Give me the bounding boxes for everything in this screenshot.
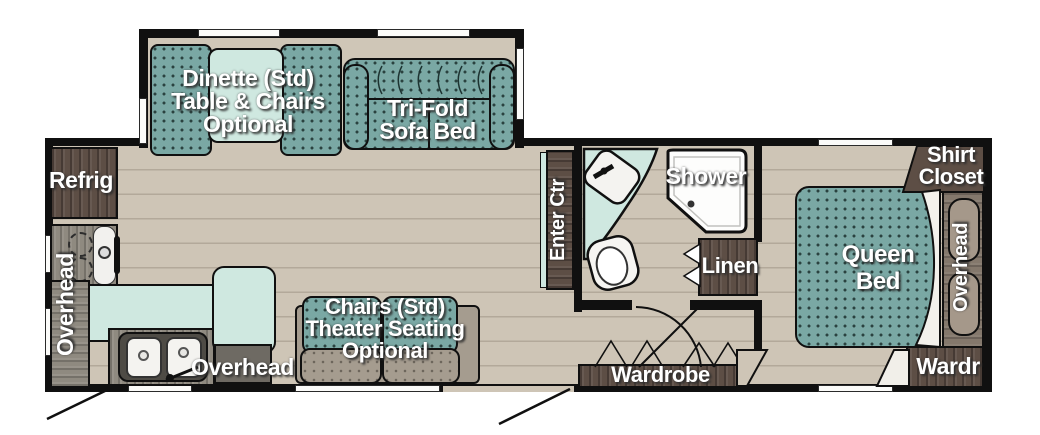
ottoman-cabinet (214, 344, 272, 384)
refrig-label: Refrig (48, 167, 114, 193)
shower-label: Shower (665, 163, 747, 189)
shirt-closet-label: Shirt Closet (918, 142, 984, 189)
theater-seating-label: Chairs (Std) Theater Seating Optional (305, 294, 465, 363)
bathroom-wall-bottom-left (574, 300, 632, 310)
entry-door-opening (443, 384, 574, 392)
sofa-back (343, 58, 515, 104)
wardr-label: Wardr (916, 353, 980, 379)
theater-back-right (382, 296, 458, 354)
window (818, 385, 893, 392)
range-knob-icon (98, 246, 111, 259)
window (198, 29, 280, 37)
bathroom-wall-bottom-right (690, 300, 762, 310)
dinette-table (208, 48, 284, 143)
queen-bed-label: Queen Bed (841, 241, 915, 295)
theater-seat-left (300, 348, 382, 384)
theater-seat-right (382, 348, 460, 384)
sink-drain-icon (178, 347, 189, 358)
window (377, 29, 470, 37)
bathroom-wall-right (754, 146, 762, 242)
enter-ctr-label: Enter Ctr (547, 179, 569, 261)
trifold-sofa-label: Tri-Fold Sofa Bed (379, 95, 476, 144)
window (139, 98, 147, 144)
chair-standard (212, 266, 276, 354)
overhead-cabinet-left (50, 280, 90, 388)
wall-slideout-top (140, 29, 523, 38)
wall-top-right (515, 138, 992, 146)
burner-icon (68, 232, 93, 257)
pillow (948, 272, 980, 336)
dinette-bench-right (280, 44, 342, 156)
overhead-bottom-label: Overhead (191, 354, 294, 380)
oven-handle (114, 236, 120, 274)
wall-slideout-left (139, 29, 148, 148)
bathroom-wall-stub (754, 300, 762, 352)
sofa-arm-right (489, 64, 515, 150)
dinette-label: Dinette (Std) Table & Chairs Optional (171, 65, 325, 137)
window (128, 385, 192, 392)
wardrobe-right (906, 346, 984, 388)
linen-label: Linen (701, 253, 759, 278)
theater-back-left (302, 296, 382, 354)
wall-right (984, 138, 992, 392)
window (516, 48, 524, 120)
entry-door-swing (498, 387, 571, 426)
queen-bed (795, 186, 938, 348)
bathroom-wall-left (574, 146, 582, 312)
sofa-arm-left (343, 64, 369, 150)
pillow (948, 198, 980, 262)
refrigerator (50, 147, 118, 219)
front-corner-line (46, 388, 108, 421)
overhead-left-label: Overhead (52, 253, 78, 357)
window (818, 139, 893, 146)
wall-top-left (45, 138, 148, 146)
window (295, 385, 440, 392)
sink-basin-left (126, 337, 162, 378)
sink-drain-icon (138, 350, 149, 361)
overhead-bed-label: Overhead (950, 222, 972, 312)
linen-cabinet (698, 238, 758, 296)
wardrobe-label: Wardrobe (611, 362, 710, 387)
entertainment-center (546, 150, 574, 290)
